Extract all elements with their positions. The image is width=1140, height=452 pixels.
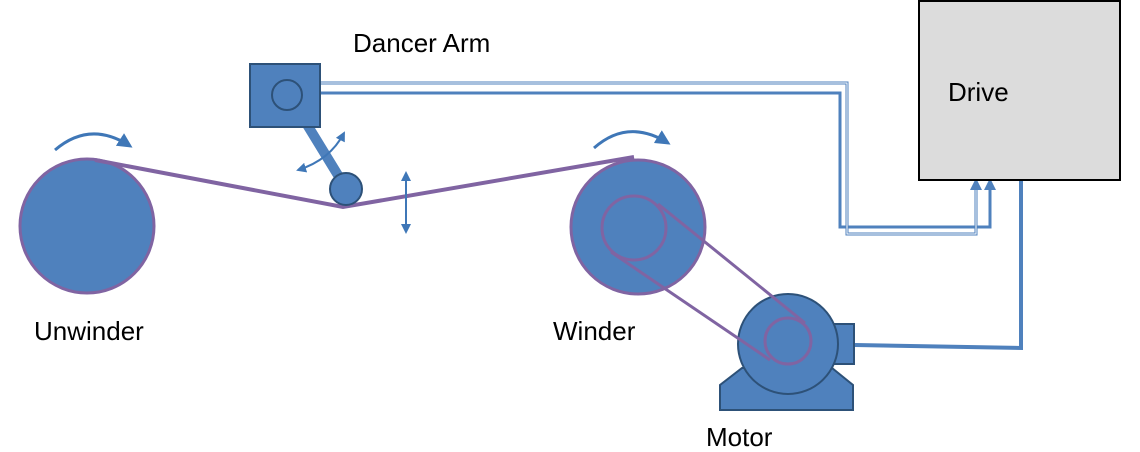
dancer-pivot	[271, 79, 303, 111]
signal-wire-arrows	[970, 178, 996, 190]
winder-rotation-arrow	[593, 130, 671, 150]
unwinder-rotation-arrow	[54, 132, 133, 152]
winder-label: Winder	[553, 316, 636, 346]
drive-label: Drive	[948, 77, 1009, 107]
dancer-swing-arrow	[296, 131, 345, 173]
motor-label: Motor	[706, 422, 773, 452]
web-material	[94, 155, 635, 210]
motor	[719, 293, 855, 411]
dancer-arm	[249, 63, 363, 206]
unwinder-label: Unwinder	[34, 316, 144, 346]
signal-wire	[320, 81, 992, 236]
unwinder-roll	[18, 157, 156, 295]
drive-box	[918, 0, 1121, 181]
drive-belt	[600, 194, 806, 362]
motor-pulley	[763, 316, 813, 366]
motor-power-line	[854, 180, 1023, 351]
winder-pulley	[600, 194, 668, 262]
dancer-roller	[329, 172, 363, 206]
dancer-arm-label: Dancer Arm	[353, 28, 491, 58]
